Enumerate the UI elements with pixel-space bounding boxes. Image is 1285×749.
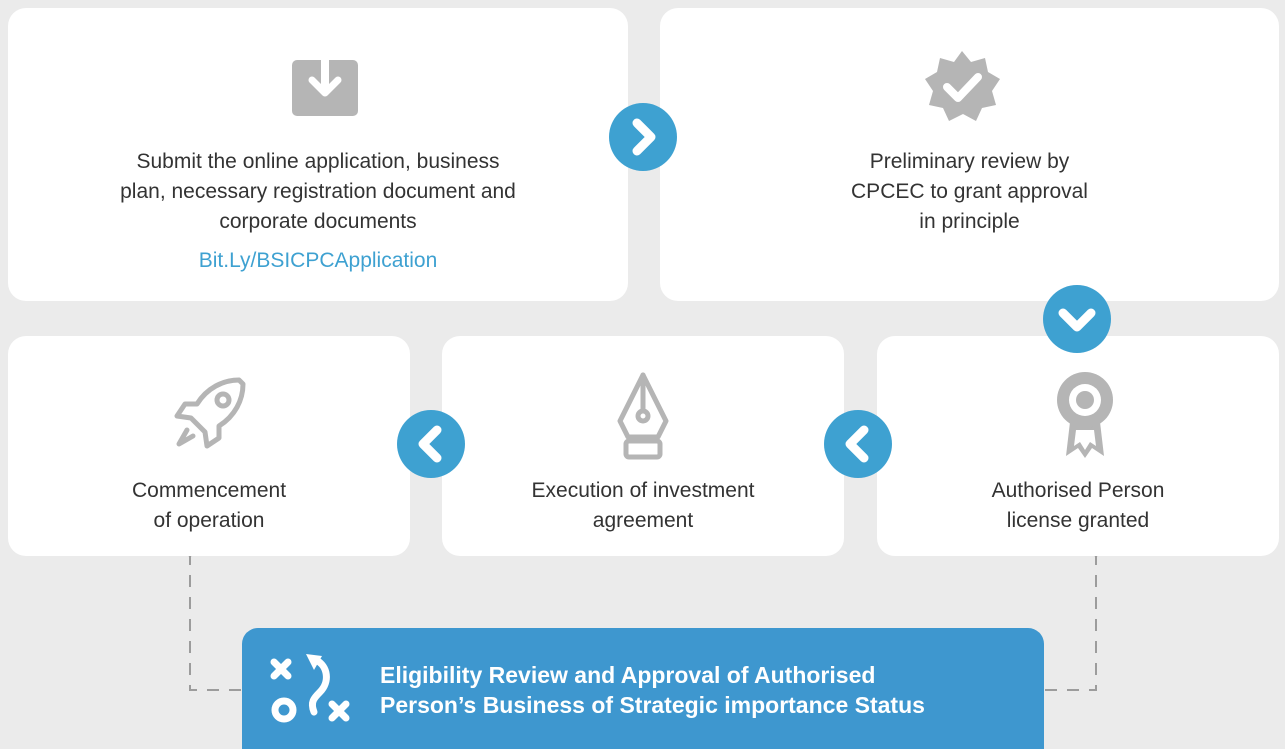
strategy-play-icon: [270, 652, 354, 728]
eligibility-banner: Eligibility Review and Approval of Autho…: [242, 628, 1044, 749]
download-icon: [290, 48, 360, 118]
step-review-line1: Preliminary review by: [869, 150, 1070, 173]
step-submit-line3: corporate documents: [219, 210, 417, 233]
step-card-license: Authorised Person license granted: [877, 336, 1279, 556]
step-commence-line2: of operation: [153, 509, 265, 532]
arrow-right-icon: [609, 103, 677, 171]
step-text-agreement: Execution of investment agreement: [442, 476, 844, 536]
step-text-review: Preliminary review by CPCEC to grant app…: [660, 147, 1279, 237]
arrow-left-icon: [824, 410, 892, 478]
step-text-commence: Commencement of operation: [8, 476, 410, 536]
banner-text: Eligibility Review and Approval of Autho…: [380, 660, 925, 720]
verified-badge-icon: [922, 48, 1002, 126]
step-review-line3: in principle: [919, 210, 1020, 233]
connector-left: [189, 553, 242, 691]
banner-line1: Eligibility Review and Approval of Autho…: [380, 662, 876, 688]
fountain-pen-icon: [612, 371, 674, 463]
banner-line2: Person’s Business of Strategic importanc…: [380, 692, 925, 718]
step-text-submit: Submit the online application, business …: [8, 147, 628, 237]
step-commence-line1: Commencement: [131, 479, 287, 502]
step-review-line2: CPCEC to grant approval: [851, 180, 1088, 203]
step-card-submit: Submit the online application, business …: [8, 8, 628, 301]
rocket-icon: [173, 374, 249, 450]
step-agreement-line1: Execution of investment: [531, 479, 755, 502]
step-card-review: Preliminary review by CPCEC to grant app…: [660, 8, 1279, 301]
step-text-license: Authorised Person license granted: [877, 476, 1279, 536]
award-ribbon-icon: [1052, 370, 1118, 460]
arrow-down-icon: [1043, 285, 1111, 353]
step-agreement-line2: agreement: [592, 509, 694, 532]
application-link[interactable]: Bit.Ly/BSICPCApplication: [198, 249, 438, 272]
step-license-line1: Authorised Person: [991, 479, 1165, 502]
step-submit-line1: Submit the online application, business: [136, 150, 500, 173]
connector-right: [1044, 553, 1097, 691]
arrow-left-icon: [397, 410, 465, 478]
step-submit-line2: plan, necessary registration document an…: [120, 180, 516, 203]
step-card-commence: Commencement of operation: [8, 336, 410, 556]
step-license-line2: license granted: [1006, 509, 1150, 532]
step-card-agreement: Execution of investment agreement: [442, 336, 844, 556]
